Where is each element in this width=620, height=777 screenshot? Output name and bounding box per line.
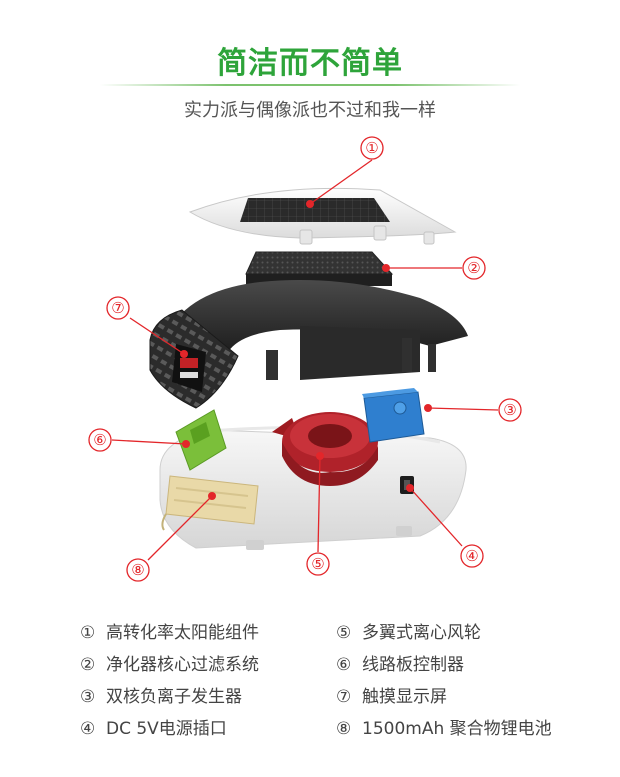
- page-subtitle: 实力派与偶像派也不过和我一样: [184, 100, 436, 121]
- touch-display: [172, 344, 206, 392]
- ion-generator: [362, 388, 425, 443]
- circuit-board: [175, 409, 227, 471]
- callout-7: ⑦: [106, 296, 130, 320]
- callout-1: ①: [360, 136, 384, 160]
- svg-text:④: ④: [465, 547, 478, 565]
- exploded-view-diagram: ① ② ③ ④ ⑤ ⑥ ⑦ ⑧: [88, 136, 522, 582]
- solar-top-cover: [188, 187, 457, 245]
- leader-dots: [180, 200, 432, 500]
- callout-6: ⑥: [88, 428, 112, 452]
- callout-2: ②: [462, 256, 486, 280]
- callout-4: ④: [460, 544, 484, 568]
- svg-text:②: ②: [467, 259, 480, 277]
- callout-3: ③: [498, 398, 522, 422]
- svg-text:⑤: ⑤: [311, 555, 324, 573]
- svg-text:①: ①: [365, 139, 378, 157]
- svg-text:⑧: ⑧: [131, 561, 144, 579]
- svg-text:⑦: ⑦: [111, 299, 124, 317]
- svg-text:⑥: ⑥: [93, 431, 106, 449]
- leader-lines: [111, 159, 499, 561]
- svg-text:③: ③: [503, 401, 516, 419]
- centrifugal-fan: [272, 412, 378, 486]
- page-title: 简洁而不简单: [217, 46, 403, 81]
- black-housing-shell: [149, 280, 468, 409]
- callout-8: ⑧: [126, 558, 150, 582]
- callout-5: ⑤: [306, 552, 330, 576]
- title-divider: [100, 84, 520, 86]
